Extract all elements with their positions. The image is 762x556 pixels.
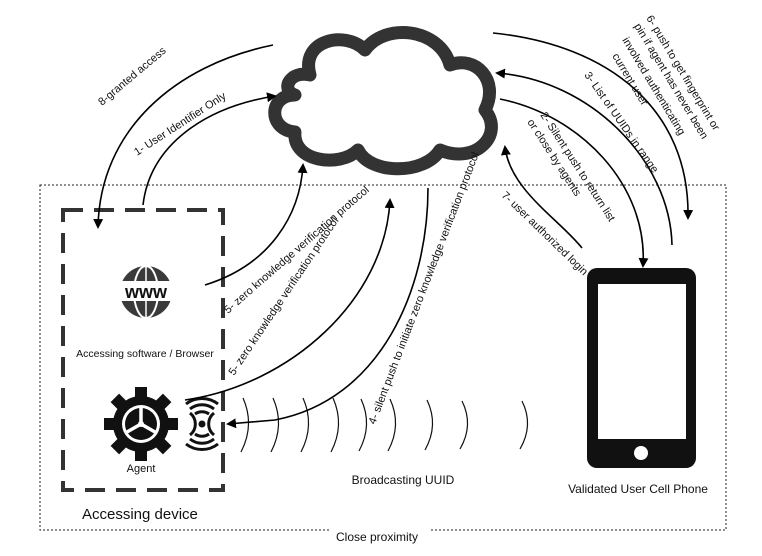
accessing-device-label: Accessing device xyxy=(82,506,198,523)
cloud-icon xyxy=(268,26,498,176)
step6-label-line1: 6- push to get fingerprint or xyxy=(643,13,721,133)
broadcast-waves xyxy=(240,397,529,453)
step1-label: 1- User Identifier Only xyxy=(132,90,229,159)
www-text: www xyxy=(124,282,168,302)
smartphone-icon xyxy=(587,268,696,468)
signal-antenna-icon xyxy=(185,397,219,451)
browser-label: Accessing software / Browser xyxy=(76,348,214,360)
arrow-step2 xyxy=(499,98,649,268)
arrow-step4 xyxy=(226,187,429,429)
arrow-step8 xyxy=(93,44,274,229)
phone-label: Validated User Cell Phone xyxy=(568,482,708,496)
broadcast-label: Broadcasting UUID xyxy=(352,473,455,487)
arrow-step3 xyxy=(495,68,673,246)
arrow-step5b xyxy=(184,198,395,401)
step4-label: 4- silent push to initiate zero knowledg… xyxy=(367,151,482,426)
agent-label: Agent xyxy=(127,463,156,475)
step5a-label: 5- zero knowledge verification protocol xyxy=(222,184,372,316)
arrow-step5a xyxy=(204,163,308,286)
globe-www-icon: www xyxy=(117,265,175,319)
gear-icon xyxy=(104,387,178,461)
arrow-step1 xyxy=(142,92,277,206)
step7-label: 7- user authorized login xyxy=(499,190,590,278)
close-proximity-label: Close proximity xyxy=(336,530,418,544)
step2-label-line1: 2- Silent push to return list xyxy=(537,110,617,224)
arrow-step6 xyxy=(492,32,694,220)
arrow-step7 xyxy=(500,145,583,249)
accessing-device-boundary xyxy=(61,208,225,492)
